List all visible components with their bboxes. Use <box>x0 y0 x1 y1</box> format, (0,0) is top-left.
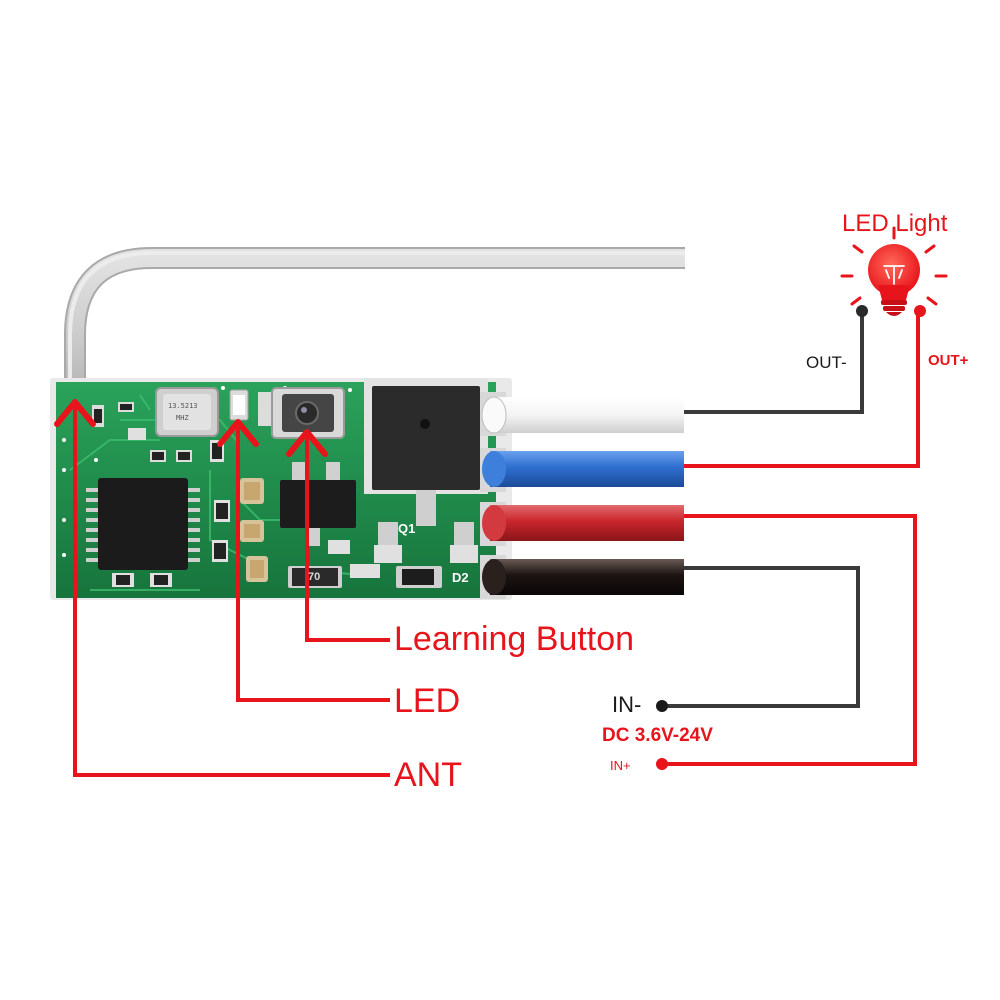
in-minus-label: IN- <box>612 692 642 717</box>
wire-black <box>482 559 684 595</box>
ic-chip <box>86 478 200 570</box>
lead-in-plus <box>656 514 917 770</box>
out-plus-label: OUT+ <box>928 352 969 369</box>
wire-red <box>482 505 684 541</box>
in-plus-label: IN+ <box>610 758 631 773</box>
arrow-learning-button <box>286 429 390 642</box>
crystal-unit-marking: MHZ <box>176 414 189 422</box>
transistor <box>280 462 356 546</box>
led-light-label: LED Light <box>842 210 948 237</box>
lead-out-plus <box>684 305 926 468</box>
lead-in-minus <box>656 566 860 712</box>
lead-out-minus <box>684 305 868 414</box>
dc-voltage-label: DC 3.6V-24V <box>602 725 713 746</box>
resistor-marking: 70 <box>308 571 321 583</box>
wire-white <box>481 396 684 434</box>
pcb-board <box>50 378 512 600</box>
light-bulb-icon <box>840 226 948 316</box>
d2-marking: D2 <box>452 570 469 585</box>
arrow-led <box>217 419 390 702</box>
led-label: LED <box>394 682 461 720</box>
learning-button-label: Learning Button <box>394 620 635 658</box>
ant-label: ANT <box>394 756 462 794</box>
learning-button <box>258 387 345 439</box>
mosfet <box>364 378 488 563</box>
onboard-led <box>229 389 249 421</box>
out-minus-label: OUT- <box>806 353 847 372</box>
q1-marking: Q1 <box>398 521 416 536</box>
antenna-wire <box>64 247 685 395</box>
crystal-frequency-marking: 13.5213 <box>168 402 198 410</box>
crystal-oscillator <box>155 387 219 437</box>
wire-blue <box>482 451 684 487</box>
smd-components <box>92 402 442 588</box>
arrow-ant <box>54 399 390 777</box>
